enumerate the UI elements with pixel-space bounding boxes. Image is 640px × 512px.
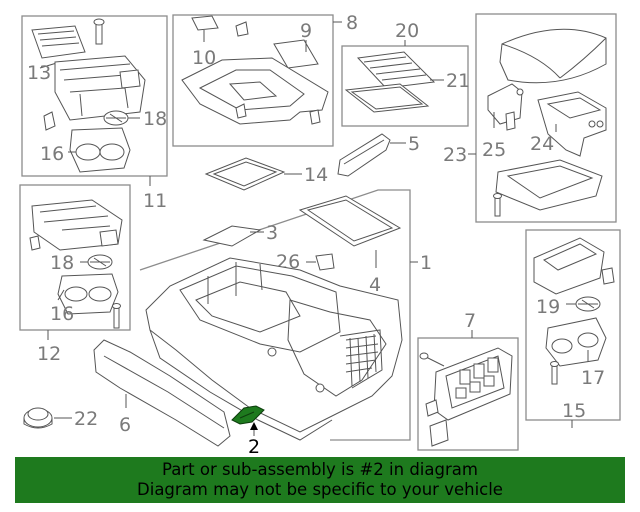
part-14-liner — [204, 157, 302, 191]
parts-diagram: 13 18 16 11 18 16 12 10 8 9 — [19, 12, 621, 456]
banner-line-2: Diagram may not be specific to your vehi… — [137, 480, 503, 499]
callout-23: 23 — [443, 144, 467, 166]
part-7-switch-panel — [419, 347, 513, 447]
banner-line-1: Part or sub-assembly is #2 in diagram — [162, 460, 478, 479]
part-2-highlighted — [231, 405, 265, 436]
callout-9: 9 — [300, 20, 312, 42]
part-23-base — [493, 159, 603, 217]
group-box-20 — [341, 40, 469, 127]
callout-1: 1 — [420, 252, 432, 274]
part-6-side-panel — [93, 339, 231, 447]
part-18-cupholder-ring-b — [80, 254, 113, 270]
callout-3: 3 — [266, 222, 278, 244]
part-21-mat — [344, 51, 444, 113]
part-15-bin — [533, 237, 615, 295]
part-17-cupholder — [545, 317, 607, 385]
part-3-pad — [202, 225, 264, 247]
part-22-knob — [23, 407, 72, 429]
part-16-cupholder-b — [57, 273, 121, 329]
group-box-7 — [417, 330, 519, 451]
callout-15: 15 — [562, 400, 586, 422]
part-19-ring — [566, 296, 601, 312]
callout-18-b: 18 — [50, 252, 74, 274]
group-box-8 — [172, 14, 342, 147]
callout-13: 13 — [27, 62, 51, 84]
callout-14: 14 — [304, 164, 328, 186]
part-9-strip — [273, 39, 319, 69]
part-11-bin — [43, 55, 146, 131]
part-12-bin — [29, 199, 123, 251]
info-banner: Part or sub-assembly is #2 in diagram Di… — [15, 457, 625, 503]
callout-24: 24 — [530, 133, 554, 155]
group-box-11 — [21, 15, 168, 186]
callout-20: 20 — [395, 20, 419, 42]
callout-19: 19 — [536, 296, 560, 318]
callout-16-b: 16 — [50, 303, 74, 325]
callout-5: 5 — [408, 133, 420, 155]
callout-12: 12 — [37, 343, 61, 365]
callout-21: 21 — [446, 70, 470, 92]
callout-8: 8 — [346, 12, 358, 34]
group-box-1 — [139, 189, 418, 441]
part-16-cupholder-a — [68, 127, 131, 173]
group-box-23 — [468, 13, 617, 223]
callout-7: 7 — [464, 310, 476, 332]
callout-25: 25 — [482, 139, 506, 161]
callout-4: 4 — [369, 274, 381, 296]
part-18-cupholder-ring-a — [103, 110, 140, 126]
part-5-trim — [337, 133, 406, 177]
part-26-clip — [306, 253, 335, 271]
part-24-hinge — [537, 91, 607, 157]
part-8-top-panel — [181, 21, 329, 125]
callout-2: 2 — [248, 436, 260, 456]
callout-6: 6 — [119, 414, 131, 436]
callout-22: 22 — [74, 408, 98, 430]
part-1-console-body — [145, 257, 403, 441]
part-13-tray — [31, 18, 105, 69]
group-box-12 — [19, 184, 131, 340]
part-10-clip — [191, 15, 219, 42]
part-4-mat — [298, 195, 402, 268]
callout-10: 10 — [192, 47, 216, 69]
callout-16-a: 16 — [40, 143, 64, 165]
callout-18-a: 18 — [143, 108, 167, 130]
callout-17: 17 — [581, 367, 605, 389]
callout-11: 11 — [143, 190, 167, 212]
part-25-bracket — [487, 83, 524, 131]
group-box-15 — [525, 229, 621, 428]
part-23-lid — [499, 28, 607, 84]
